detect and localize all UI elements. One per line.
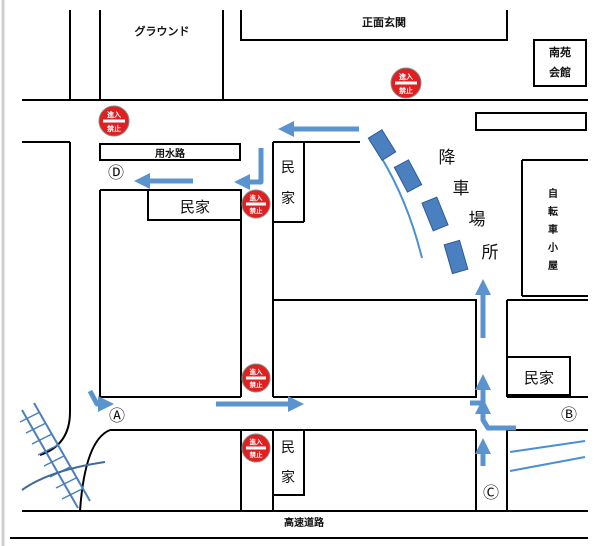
minami-en-label-1: 南苑: [549, 45, 571, 59]
route-arrows: [87, 120, 516, 466]
minka-label-top: 民家: [180, 198, 210, 216]
minka-v-label-4: 家: [281, 469, 295, 486]
waterway-right: [509, 440, 586, 472]
route-arrow: [87, 389, 115, 413]
road-outlines: [10, 10, 588, 539]
no-entry-sign-2: 進入 禁止: [98, 105, 130, 137]
yosuiro-label: 用水路: [154, 147, 186, 160]
dropoff-bay: [393, 159, 423, 193]
sign-line1: 進入: [250, 193, 264, 202]
bike-shed-char-1: 自: [548, 187, 558, 200]
sign-line1: 進入: [107, 110, 121, 119]
waterway-curve: [369, 139, 423, 259]
no-entry-sign-3: 進入 禁止: [241, 189, 271, 219]
dropoff-bay: [367, 129, 397, 161]
sign-line1: 進入: [250, 437, 264, 446]
sign-line2: 禁止: [398, 86, 413, 95]
dropoff-label-char-3: 場: [469, 210, 486, 230]
no-entry-sign-5: 進入 禁止: [241, 433, 271, 463]
marker-c: Ⓒ: [483, 483, 499, 502]
no-entry-sign-4: 進入 禁止: [241, 363, 271, 393]
railway: [19, 402, 91, 509]
route-arrow: [233, 148, 264, 191]
waterway-left: [21, 461, 106, 491]
bike-shed-char-5: 屋: [548, 260, 558, 272]
sign-line2: 禁止: [250, 206, 264, 215]
no-entry-sign-1: 進入 禁止: [390, 67, 422, 99]
dropoff-zone: [367, 129, 469, 275]
sign-line1: 進入: [399, 72, 413, 81]
minka-v-label-3: 民: [281, 440, 295, 456]
front-entrance-label: 正面玄関: [362, 15, 406, 29]
minami-en-kaikan-building: [533, 39, 587, 87]
sign-line2: 禁止: [106, 124, 121, 133]
dropoff-label-char-1: 降: [439, 148, 456, 168]
bike-shed-char-4: 小: [547, 241, 558, 254]
marker-a: Ⓐ: [109, 406, 125, 425]
route-arrow: [470, 373, 492, 406]
ground-label: グラウンド: [135, 24, 190, 38]
minka-v-label-1: 民: [281, 160, 295, 176]
marker-d: Ⓓ: [108, 163, 124, 182]
route-arrow: [474, 397, 516, 431]
sign-line2: 禁止: [250, 380, 264, 389]
sign-line2: 禁止: [250, 450, 264, 459]
dropoff-label-char-4: 所: [482, 243, 499, 263]
minka-v-label-2: 家: [281, 190, 295, 207]
bike-shed-char-3: 車: [548, 223, 558, 236]
highway-label: 高速道路: [284, 516, 325, 529]
minka-label-right: 民家: [524, 369, 554, 387]
bike-shed-char-2: 転: [548, 205, 558, 218]
dropoff-bay: [443, 239, 469, 275]
dropoff-label-char-2: 車: [453, 179, 470, 199]
minami-en-label-2: 会館: [549, 65, 571, 79]
marker-b: Ⓑ: [561, 405, 577, 424]
sign-line1: 進入: [250, 367, 264, 376]
dropoff-bay: [421, 196, 449, 232]
